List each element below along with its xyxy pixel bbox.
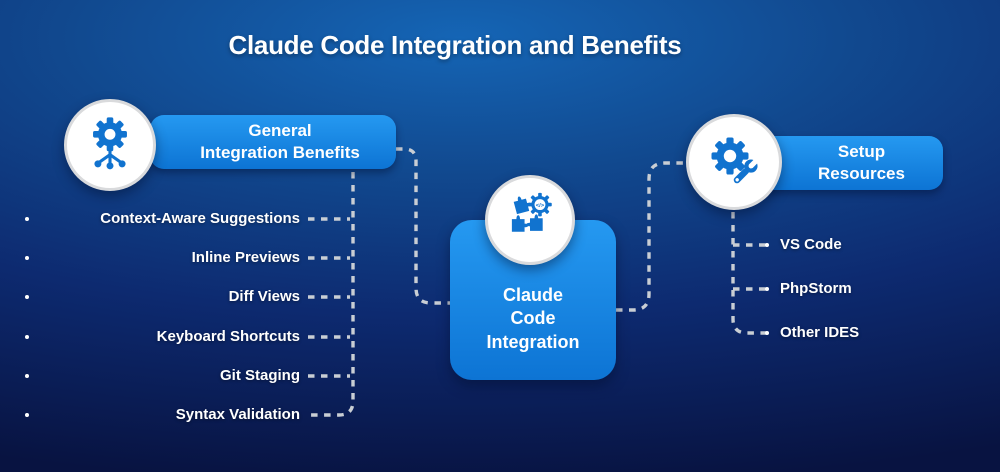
right-feature-item: VS Code	[780, 237, 960, 253]
connector-right-tree-spine	[731, 212, 770, 335]
left-badge-line2: Integration Benefits	[200, 143, 360, 162]
right-badge-line2: Resources	[818, 164, 905, 183]
left-badge-line1: General	[248, 121, 312, 140]
gear-network-icon	[93, 117, 127, 170]
center-label-line1: Claude	[502, 284, 563, 305]
right-badge-line1: Setup	[837, 142, 886, 161]
code-glyph: </>	[536, 203, 545, 209]
center-node-box: Claude Code Integration	[450, 220, 616, 380]
left-feature-item: Context-Aware Suggestions	[40, 211, 300, 227]
left-feature-item: Inline Previews	[40, 250, 300, 266]
connector-leftbadge-to-center	[396, 147, 453, 305]
center-node-circle: </>	[485, 175, 575, 265]
left-feature-item: Syntax Validation	[40, 406, 300, 423]
left-feature-item: Git Staging	[40, 367, 300, 384]
right-feature-list: VS Code PhpStorm Other IDES	[780, 237, 960, 341]
left-feature-list: Context-Aware Suggestions Inline Preview…	[40, 211, 300, 423]
right-node-circle	[686, 114, 782, 210]
right-feature-item: PhpStorm	[780, 281, 960, 297]
puzzle-code-icon: </>	[511, 192, 552, 232]
gear-wrench-icon	[711, 137, 760, 184]
left-feature-item: Diff Views	[40, 289, 300, 305]
left-feature-item: Keyboard Shortcuts	[40, 328, 300, 345]
right-feature-item: Other IDES	[780, 325, 960, 341]
connector-center-to-rightcircle	[616, 161, 686, 312]
center-label-line2: Code	[510, 308, 556, 328]
left-badge: General Integration Benefits	[150, 115, 396, 169]
connector-left-tree-spine	[308, 172, 355, 417]
page-title: Claude Code Integration and Benefits	[228, 30, 682, 60]
left-node-circle	[64, 99, 156, 191]
center-label-line3: Integration	[486, 331, 580, 352]
